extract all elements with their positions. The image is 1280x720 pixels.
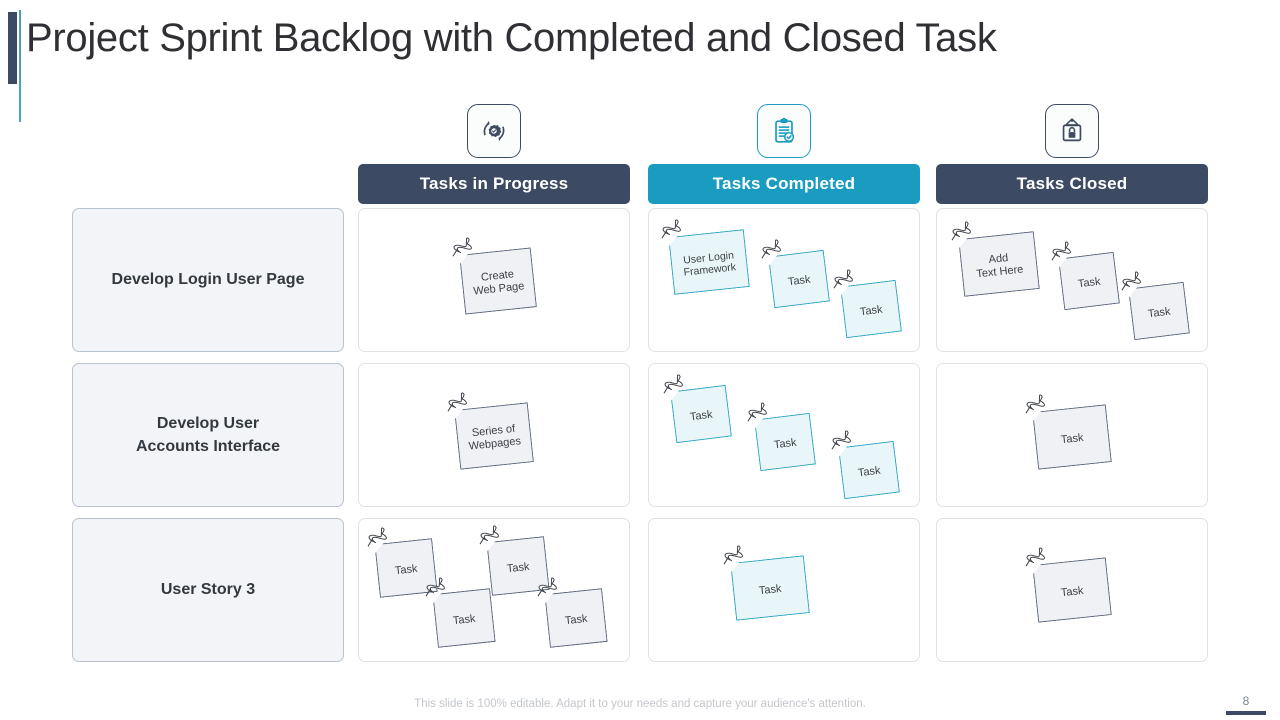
lock-icon (1062, 118, 1082, 142)
column-icon-closed (1045, 104, 1099, 158)
sticky-note[interactable]: Task (670, 385, 732, 443)
sticky-note[interactable]: Task (1128, 282, 1190, 340)
sticky-note[interactable]: Task (1058, 252, 1120, 310)
row-label-text: User Story 3 (160, 581, 256, 599)
sticky-note-label: Task (1060, 431, 1085, 446)
column-header-label: Tasks in Progress (419, 174, 569, 193)
row-label-row-1[interactable]: Develop Login User Page (72, 208, 344, 352)
sticky-note-label: Task (394, 562, 419, 577)
editable-footer-note: This slide is 100% editable. Adapt it to… (414, 698, 866, 710)
sticky-note[interactable]: Task (730, 555, 810, 620)
column-header-label: Tasks Closed (1016, 174, 1128, 193)
clipboard-check-icon (775, 117, 795, 143)
sticky-note-label: Task (1147, 305, 1172, 320)
column-icon-in-progress (467, 104, 521, 158)
page-title: Project Sprint Backlog with Completed an… (26, 16, 997, 60)
sticky-note[interactable]: Task (1032, 404, 1112, 469)
sticky-note-label: Task (564, 612, 589, 627)
row-label-row-3[interactable]: User Story 3 (72, 518, 344, 662)
sticky-note-label: Task (859, 303, 884, 318)
sticky-note[interactable]: Task (544, 588, 607, 648)
sticky-note[interactable]: Task (768, 250, 830, 308)
column-header-completed[interactable]: Tasks Completed (648, 164, 920, 204)
sticky-note-label: Task (689, 408, 714, 423)
sticky-note[interactable]: Task (754, 413, 816, 471)
sticky-note-label: Task (758, 582, 783, 597)
gear-refresh-icon (483, 120, 505, 142)
sticky-note[interactable]: Task (432, 588, 495, 648)
column-header-closed[interactable]: Tasks Closed (936, 164, 1208, 204)
row-label-text: Develop Login User Page (111, 271, 305, 289)
task-cell-closed-row-3[interactable]: Task (936, 518, 1208, 662)
sticky-note-label: Task (787, 273, 812, 288)
page-number: 8 (1242, 694, 1250, 708)
sticky-note[interactable]: Task (1032, 557, 1112, 622)
sticky-note[interactable]: Task (838, 441, 900, 499)
column-icon-completed (757, 104, 811, 158)
task-cell-completed-row-3[interactable]: Task (648, 518, 920, 662)
sticky-note-label: Task (506, 560, 531, 575)
sticky-note-label: Task (452, 612, 477, 627)
sticky-note-label: Task (1060, 584, 1085, 599)
title-accent-line (19, 10, 21, 122)
sticky-note[interactable]: Task (840, 280, 902, 338)
page-number-underline (1226, 711, 1266, 715)
sticky-note[interactable]: Task (486, 536, 549, 596)
sticky-note-label: Task (1077, 275, 1102, 290)
task-cell-closed-row-2[interactable]: Task (936, 363, 1208, 507)
sticky-note-label: Task (857, 464, 882, 479)
column-header-label: Tasks Completed (712, 174, 856, 193)
sticky-note[interactable]: Task (374, 538, 437, 598)
sticky-note-label: Task (773, 436, 798, 451)
column-header-in-progress[interactable]: Tasks in Progress (358, 164, 630, 204)
title-accent-bar (8, 12, 17, 84)
